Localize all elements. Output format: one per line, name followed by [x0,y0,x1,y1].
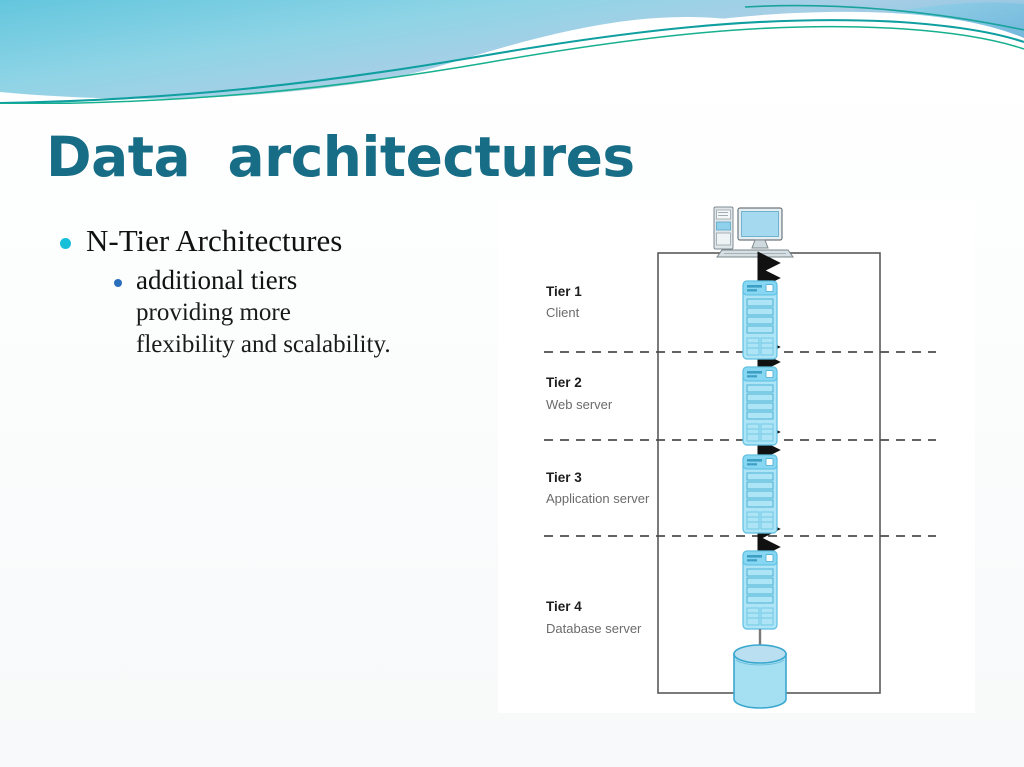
bullet-dot-icon [60,238,71,249]
tier-number: Tier 3 [546,470,582,485]
list-item: N-Tier Architectures [44,222,484,260]
n-tier-architecture-diagram: Tier 1 Client Tier 2 Web server Tier 3 A… [498,199,975,713]
list-item-continuation: providing more [136,298,291,326]
tier-role: Database server [546,621,642,636]
list-item: additional tiers [44,264,484,297]
bullet-dot-icon [114,278,122,287]
list-item-continuation: flexibility and scalability. [136,331,391,359]
tier-number: Tier 4 [546,599,582,614]
tier-number: Tier 1 [546,284,582,299]
tier-divider [544,351,936,537]
database-cylinder-icon [733,644,787,709]
server-tower-icon [742,366,778,446]
decorative-header-wave [0,0,1024,104]
list-item-label: N-Tier Architectures [86,223,343,258]
server-tower-icon [742,280,778,360]
tier-role: Client [546,305,580,320]
desktop-computer-icon [713,206,794,258]
server-tower-icon [742,550,778,630]
tier-labels: Tier 1 Client Tier 2 Web server Tier 3 A… [546,284,650,636]
list-item-label: additional tiers [136,264,298,295]
server-tower-icon [742,454,778,534]
bullet-list: N-Tier Architectures additional tiers pr… [44,222,484,362]
page-title: Data architectures [46,125,635,189]
tier-role: Application server [546,491,650,506]
tier-role: Web server [546,397,613,412]
tier-number: Tier 2 [546,375,582,390]
